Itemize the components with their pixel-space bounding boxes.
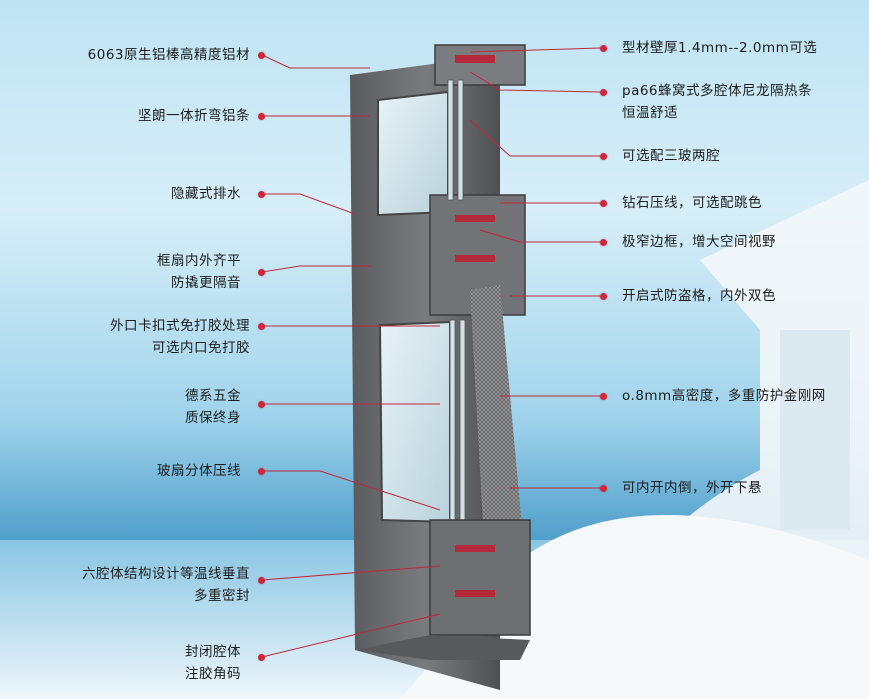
- label-aluminum-material: 6063原生铝棒高精度铝材: [88, 44, 250, 66]
- label-glass-bead: 玻扇分体压线: [157, 460, 241, 482]
- marker-dot: [258, 269, 265, 276]
- marker-dot: [258, 654, 265, 661]
- marker-dot: [258, 52, 265, 59]
- marker-dot: [258, 577, 265, 584]
- label-line: 可选配三玻两腔: [622, 148, 720, 164]
- marker-dot: [600, 45, 607, 52]
- label-line: 防撬更隔音: [171, 275, 241, 291]
- label-line: 多重密封: [194, 588, 250, 604]
- label-wall-thickness: 型材壁厚1.4mm--2.0mm可选: [622, 37, 817, 59]
- marker-dot: [600, 200, 607, 207]
- label-snap-fit-no-glue: 外口卡扣式免打胶处理 可选内口免打胶: [110, 315, 250, 359]
- label-diamond-bead: 钻石压线，可选配跳色: [622, 192, 762, 214]
- label-line: 恒温舒适: [622, 105, 678, 121]
- marker-dot: [600, 89, 607, 96]
- label-line: 六腔体结构设计等温线垂直: [82, 566, 250, 582]
- label-bent-aluminum-strip: 坚朗一体折弯铝条: [138, 105, 250, 127]
- marker-dot: [600, 485, 607, 492]
- marker-dot: [258, 401, 265, 408]
- label-line: 外口卡扣式免打胶处理: [110, 318, 250, 334]
- label-pa66-insulation-strip: pa66蜂窝式多腔体尼龙隔热条 恒温舒适: [622, 80, 812, 124]
- marker-dot: [258, 191, 265, 198]
- label-narrow-frame: 极窄边框，增大空间视野: [622, 231, 776, 253]
- label-line: 型材壁厚1.4mm--2.0mm可选: [622, 40, 818, 56]
- label-line: 开启式防盗格，内外双色: [622, 288, 776, 304]
- label-security-grille: 开启式防盗格，内外双色: [622, 285, 776, 307]
- label-six-chamber-structure: 六腔体结构设计等温线垂直 多重密封: [82, 563, 250, 607]
- label-line: 6063原生铝棒高精度铝材: [87, 47, 250, 63]
- label-german-hardware: 德系五金 质保终身: [185, 385, 241, 429]
- label-line: 注胶角码: [185, 666, 241, 682]
- marker-dot: [600, 293, 607, 300]
- label-line: 钻石压线，可选配跳色: [622, 195, 762, 211]
- label-line: 框扇内外齐平: [157, 253, 241, 269]
- label-triple-glazing: 可选配三玻两腔: [622, 145, 720, 167]
- label-opening-modes: 可内开内倒，外开下悬: [622, 477, 762, 499]
- label-diamond-mesh: o.8mm高密度，多重防护金刚网: [622, 385, 826, 407]
- label-line: 德系五金: [185, 388, 241, 404]
- label-sealed-chamber: 封闭腔体 注胶角码: [185, 641, 241, 685]
- window-profile-illustration: [350, 44, 531, 690]
- label-line: 玻扇分体压线: [157, 463, 241, 479]
- label-line: 极窄边框，增大空间视野: [622, 234, 776, 250]
- marker-dot: [600, 153, 607, 160]
- label-line: 隐藏式排水: [171, 186, 241, 202]
- marker-dot: [258, 468, 265, 475]
- label-line: 封闭腔体: [185, 644, 241, 660]
- label-line: 质保终身: [185, 410, 241, 426]
- label-flush-frame: 框扇内外齐平 防撬更隔音: [157, 250, 241, 294]
- marker-dot: [600, 239, 607, 246]
- label-line: 可选内口免打胶: [152, 340, 250, 356]
- leader-lines: [261, 47, 601, 658]
- label-line: 坚朗一体折弯铝条: [138, 108, 250, 124]
- marker-dot: [258, 113, 265, 120]
- label-line: o.8mm高密度，多重防护金刚网: [622, 388, 826, 404]
- building-glass: [780, 330, 850, 530]
- marker-dot: [600, 393, 607, 400]
- label-line: pa66蜂窝式多腔体尼龙隔热条: [622, 83, 813, 99]
- marker-dot: [258, 323, 265, 330]
- label-hidden-drainage: 隐藏式排水: [171, 183, 241, 205]
- label-line: 可内开内倒，外开下悬: [622, 480, 762, 496]
